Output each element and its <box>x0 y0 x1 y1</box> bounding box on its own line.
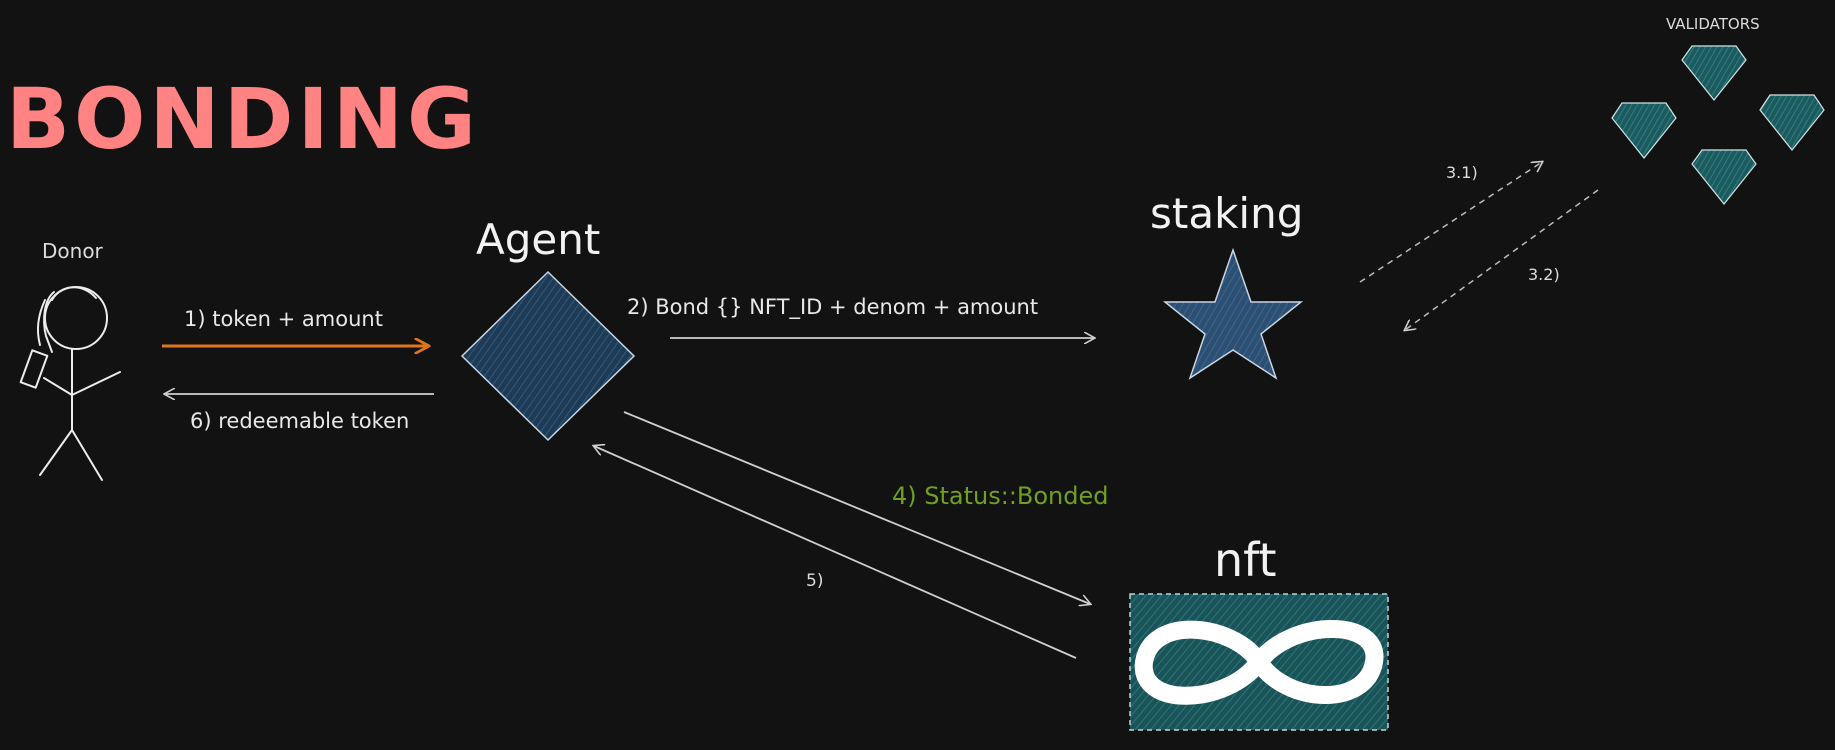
step3-2-arrow <box>1405 189 1599 330</box>
donor-label: Donor <box>42 239 104 263</box>
nft-box <box>1129 593 1389 731</box>
step4-label: 4) Status::Bonded <box>892 482 1109 510</box>
step4-arrow <box>623 411 1090 604</box>
validator-gem-icon <box>1681 45 1747 101</box>
validator-gem-icon <box>1759 94 1825 151</box>
validator-gem-icon <box>1611 102 1677 159</box>
validators-label: VALIDATORS <box>1666 15 1760 33</box>
step6-label: 6) redeemable token <box>190 409 409 433</box>
agent-diamond-icon <box>460 270 636 442</box>
step3-2-label: 3.2) <box>1528 265 1560 284</box>
step5-label: 5) <box>806 571 823 591</box>
infinity-icon <box>1134 620 1384 705</box>
staking-label: staking <box>1150 189 1303 238</box>
donor-stick-figure-icon <box>19 286 121 481</box>
staking-star-icon <box>1162 247 1304 380</box>
step3-1-arrow <box>1359 162 1542 283</box>
step2-label: 2) Bond {} NFT_ID + denom + amount <box>627 295 1038 320</box>
diagram-title: BONDING <box>6 70 480 168</box>
nft-label: nft <box>1214 533 1277 587</box>
step3-1-label: 3.1) <box>1446 163 1478 182</box>
agent-label: Agent <box>476 215 600 264</box>
validators-group <box>1611 45 1825 205</box>
validator-gem-icon <box>1691 149 1757 205</box>
step5-arrow <box>594 446 1077 659</box>
step1-label: 1) token + amount <box>184 307 383 331</box>
